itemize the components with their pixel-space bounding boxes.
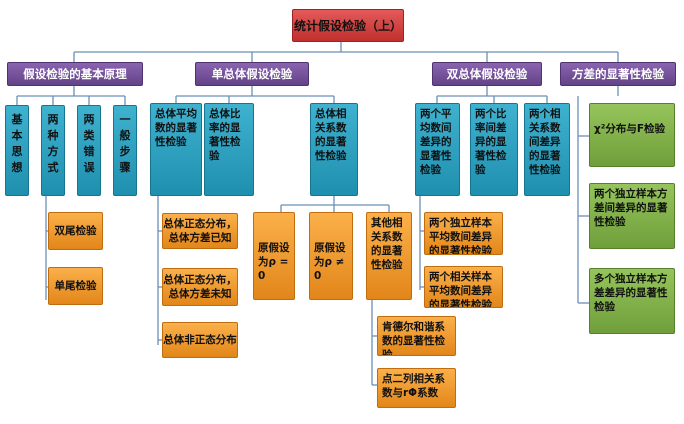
principle-node: 假设检验的基本原理 — [7, 62, 143, 86]
correlation-difference-node: 两个相关系数间差异的显著性检验 — [524, 103, 570, 196]
other-correlation-node: 其他相关系数的显著性检验 — [366, 212, 412, 300]
variance-test-node: 方差的显著性检验 — [560, 62, 676, 86]
multiple-variance-node: 多个独立样本方差差异的显著性检验 — [589, 268, 675, 334]
normal-variance-known-node: 总体正态分布，总体方差已知 — [162, 213, 238, 249]
population-proportion-node: 总体比率的显著性检验 — [204, 103, 254, 196]
chi-square-f-node: χ²分布与F检验 — [589, 103, 675, 167]
proportion-difference-node: 两个比率间差异的显著性检验 — [470, 103, 518, 196]
mean-difference-node: 两个平均数间差异的显著性检验 — [415, 103, 460, 196]
population-mean-node: 总体平均数的显著性检验 — [150, 103, 202, 196]
basic-idea-node: 基 本 思 想 — [5, 105, 29, 196]
point-biserial-node: 点二列相关系数与rΦ系数 — [377, 368, 456, 408]
rho-zero-node: 原假设为ρ = 0 — [253, 212, 295, 300]
two-population-node: 双总体假设检验 — [432, 62, 542, 86]
one-tailed-node: 单尾检验 — [48, 267, 103, 305]
population-correlation-node: 总体相关系数的显著性检验 — [310, 103, 358, 196]
root-node: 统计假设检验（上） — [292, 9, 404, 42]
general-steps-node: 一 般 步 骤 — [113, 105, 137, 196]
two-tailed-node: 双尾检验 — [48, 212, 103, 250]
independent-samples-node: 两个独立样本平均数间差异的显著性检验 — [424, 212, 503, 255]
non-normal-node: 总体非正态分布 — [162, 322, 238, 358]
single-population-node: 单总体假设检验 — [195, 62, 309, 86]
two-errors-node: 两 类 错 误 — [77, 105, 101, 196]
independent-variance-node: 两个独立样本方差间差异的显著性检验 — [589, 183, 675, 249]
related-samples-node: 两个相关样本平均数间差异的显著性检验 — [424, 266, 503, 308]
rho-nonzero-node: 原假设为ρ ≠ 0 — [309, 212, 353, 300]
two-ways-node: 两 种 方 式 — [41, 105, 65, 196]
normal-variance-unknown-node: 总体正态分布，总体方差未知 — [162, 268, 238, 306]
kendall-node: 肯德尔和谐系数的显著性检验 — [377, 316, 456, 356]
